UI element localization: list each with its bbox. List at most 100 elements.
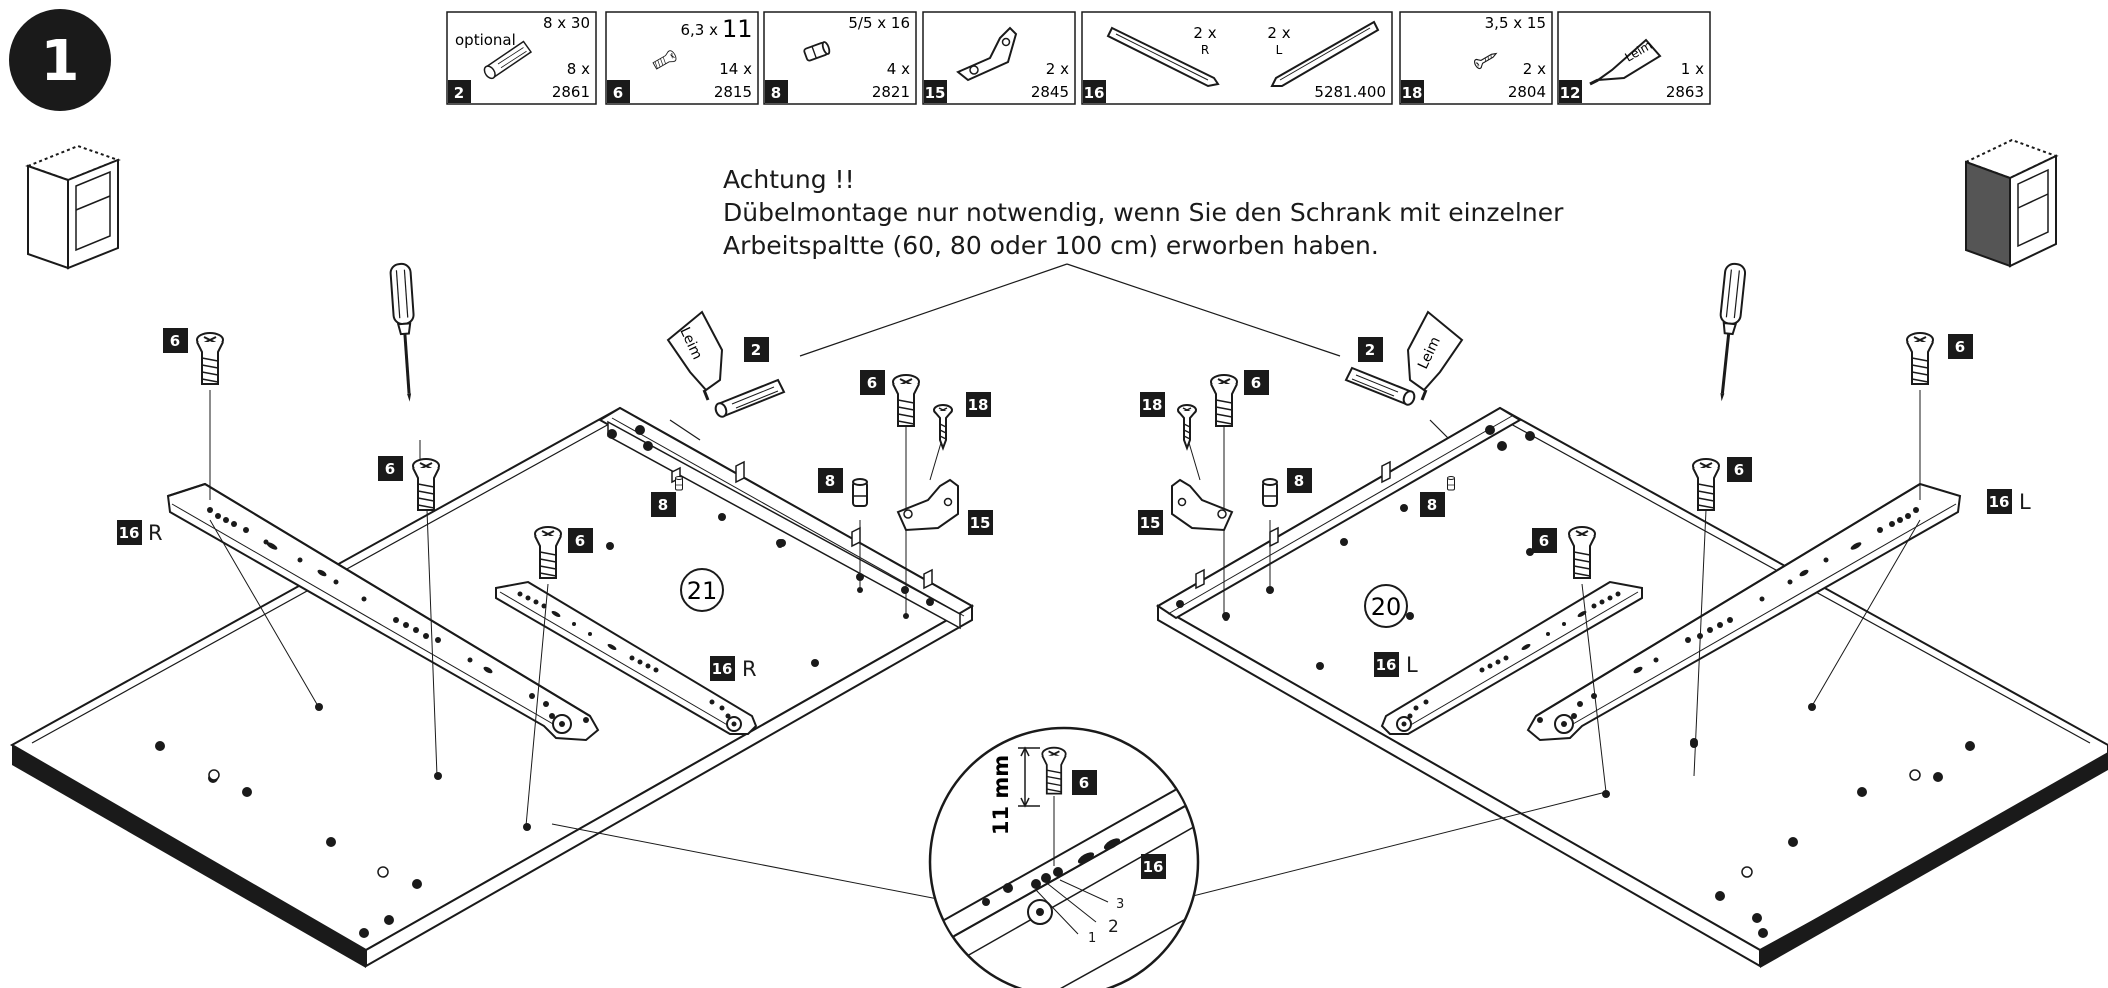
panel-holes-left xyxy=(155,425,934,938)
warning-note: Achtung !! Dübelmontage nur notwendig, w… xyxy=(723,163,1563,262)
euro-screw-icon xyxy=(892,374,920,427)
part-code: 2845 xyxy=(1031,83,1069,101)
part-number: 2 xyxy=(454,84,464,102)
euro-screw-icon xyxy=(1692,458,1720,511)
tag-rail: 16 xyxy=(1141,854,1166,879)
tag-screw: 6 xyxy=(1727,457,1752,482)
pin-icon xyxy=(1262,478,1278,507)
dowel-icon xyxy=(712,379,785,420)
tag-label: 2 xyxy=(751,341,761,359)
part-size-prefix: 6,3 x xyxy=(681,21,719,39)
part-code: 2863 xyxy=(1666,83,1704,101)
bracket-icon xyxy=(956,26,1018,82)
tag-label: 2 xyxy=(1365,341,1375,359)
part-card-euro-screw: 6 6,3 x 11 14 x 2815 xyxy=(605,11,759,105)
tag-label: 6 xyxy=(867,374,877,392)
part-side-left: L xyxy=(1276,43,1283,57)
tag-screw: 6 xyxy=(1072,770,1097,795)
part-code: 2821 xyxy=(872,83,910,101)
part-card-drawer-rail: 16 2 x R 2 x L 5281.400 xyxy=(1081,11,1393,105)
part-size: 5/5 x 16 xyxy=(848,14,910,32)
drawer-rail-r-large xyxy=(166,482,600,742)
cabinet-icon-right xyxy=(1963,138,2059,268)
tag-label: 16 xyxy=(1989,493,2010,511)
part-number: 6 xyxy=(613,84,623,102)
part-qty: 8 x xyxy=(567,60,590,78)
tag-pin: 8 xyxy=(1420,492,1445,517)
tag-screw: 6 xyxy=(1244,370,1269,395)
wood-screw-icon xyxy=(933,404,953,449)
glue-tube-icon: Leim xyxy=(1406,310,1464,401)
part-size: 3,5 x 15 xyxy=(1485,14,1546,32)
drawer-rail-l-large xyxy=(1526,482,1962,742)
rail-side-label: R xyxy=(148,521,163,545)
tag-label: 16 xyxy=(1376,656,1397,674)
tag-rail: 16 xyxy=(1987,489,2012,514)
step-number: 1 xyxy=(41,29,80,94)
tag-label: 16 xyxy=(119,524,140,542)
tag-label: 16 xyxy=(712,660,733,678)
panel-open-holes-left xyxy=(208,769,389,878)
assembly-lines-left xyxy=(209,390,944,901)
step-number-badge: 1 xyxy=(9,9,111,111)
part-qty: 2 x xyxy=(1523,60,1546,78)
tag-screw: 6 xyxy=(568,528,593,553)
part-qty: 2 x xyxy=(1046,60,1069,78)
side-panel-21 xyxy=(598,406,974,630)
screwdriver-icon-left xyxy=(388,261,422,404)
bracket-icon xyxy=(896,478,959,532)
pin-icon xyxy=(852,478,868,507)
part-card-wood-screw: 18 3,5 x 15 2 x 2804 xyxy=(1399,11,1553,105)
position-labels: 1 2 3 xyxy=(1035,879,1124,946)
part-number: 15 xyxy=(925,84,946,102)
pegs-panel-21 xyxy=(671,460,933,590)
warning-title: Achtung !! xyxy=(723,165,855,194)
tag-label: 6 xyxy=(1251,374,1261,392)
panel-holes-right xyxy=(1176,425,1975,938)
glue-tube-icon: Leim xyxy=(666,310,724,401)
parts-list: 2 optional 8 x 30 8 x 2861 6 6,3 x 11 14… xyxy=(446,11,1711,105)
pin-icon xyxy=(675,476,683,491)
part-side-right: R xyxy=(1201,43,1209,57)
euro-screw-icon xyxy=(1906,332,1934,385)
dowel-icon xyxy=(1345,367,1418,408)
dowel-icon xyxy=(483,40,533,80)
detail-magnifier: 11 mm 1 2 3 xyxy=(928,726,1200,988)
right-assembly: Leim 20 xyxy=(1155,261,2108,968)
tag-rail: 16 xyxy=(1374,652,1399,677)
tag-pin: 8 xyxy=(1287,468,1312,493)
panel-number-20: 20 xyxy=(1364,584,1408,628)
tag-label: 8 xyxy=(658,496,668,514)
panel-label: 21 xyxy=(687,577,718,605)
note-connectors xyxy=(669,263,1451,441)
tag-wood-screw: 18 xyxy=(1140,392,1165,417)
part-number: 18 xyxy=(1402,84,1423,102)
part-note: optional xyxy=(455,31,516,49)
tag-label: 18 xyxy=(968,396,989,414)
left-assembly: Leim 21 xyxy=(9,261,975,968)
position-label: 1 xyxy=(1088,931,1096,946)
part-qty: 1 x xyxy=(1681,60,1704,78)
tag-screw: 6 xyxy=(1532,528,1557,553)
tag-label: 15 xyxy=(970,514,991,532)
part-card-dowel: 2 optional 8 x 30 8 x 2861 xyxy=(446,11,597,105)
tag-pin: 8 xyxy=(818,468,843,493)
wood-screw-icon xyxy=(1177,404,1197,449)
tag-label: 6 xyxy=(575,532,585,550)
tag-label: 6 xyxy=(385,460,395,478)
drawer-rail-icon xyxy=(1106,20,1380,88)
euro-screw-icon xyxy=(1210,374,1238,427)
tag-pin: 8 xyxy=(651,492,676,517)
part-number: 12 xyxy=(1560,84,1581,102)
part-number: 8 xyxy=(771,84,781,102)
tag-label: 6 xyxy=(1955,338,1965,356)
tag-dowel: 2 xyxy=(744,337,769,362)
part-number: 16 xyxy=(1084,84,1105,102)
panel-label: 20 xyxy=(1371,593,1402,621)
tag-label: 6 xyxy=(170,332,180,350)
part-qty: 14 x xyxy=(719,60,752,78)
pegs-panel-20 xyxy=(1195,460,1391,590)
tag-screw: 6 xyxy=(1948,334,1973,359)
tag-rail: 16 xyxy=(117,520,142,545)
warning-line-1: Dübelmontage nur notwendig, wenn Sie den… xyxy=(723,198,1564,227)
